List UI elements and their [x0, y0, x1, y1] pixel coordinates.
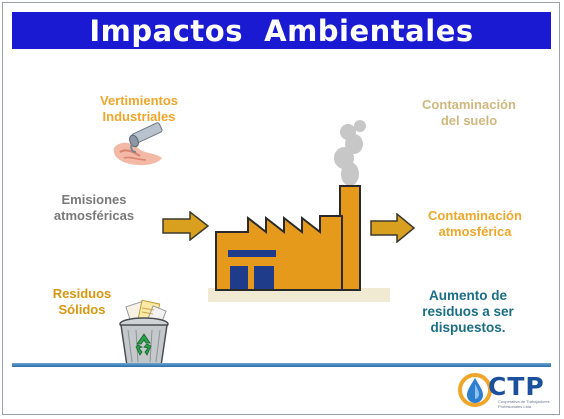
label-emisiones-atmosfericas: Emisiones atmosféricas: [53, 192, 135, 223]
logo-subtitle: Cooperativa de Trabajadores Profesionale…: [498, 399, 550, 409]
label-contaminacion-atmosferica: Contaminación atmosférica: [428, 208, 522, 239]
label-contaminacion-suelo: Contaminación del suelo: [422, 97, 516, 128]
logo-text: CTP: [488, 372, 545, 401]
drain-pipe-icon: [113, 122, 163, 166]
slide-title: Impactos Ambientales: [89, 13, 474, 48]
label-aumento-residuos: Aumento de residuos a ser dispuestos.: [422, 288, 514, 335]
ctp-logo-icon: [458, 373, 492, 407]
ctp-logo: CTP Cooperativa de Trabajadores Profesio…: [458, 372, 554, 410]
title-bar: Impactos Ambientales: [12, 12, 551, 49]
footer-divider: [12, 363, 551, 367]
slide-frame: [2, 2, 560, 415]
recycle-bin-icon: [119, 300, 169, 367]
arrow-right-icon: [370, 213, 416, 243]
arrow-right-icon: [162, 211, 210, 241]
factory-icon: [208, 120, 390, 302]
label-vertimientos-industriales: Vertimientos Industriales: [99, 93, 179, 124]
label-residuos-solidos: Residuos Sólidos: [52, 286, 112, 317]
